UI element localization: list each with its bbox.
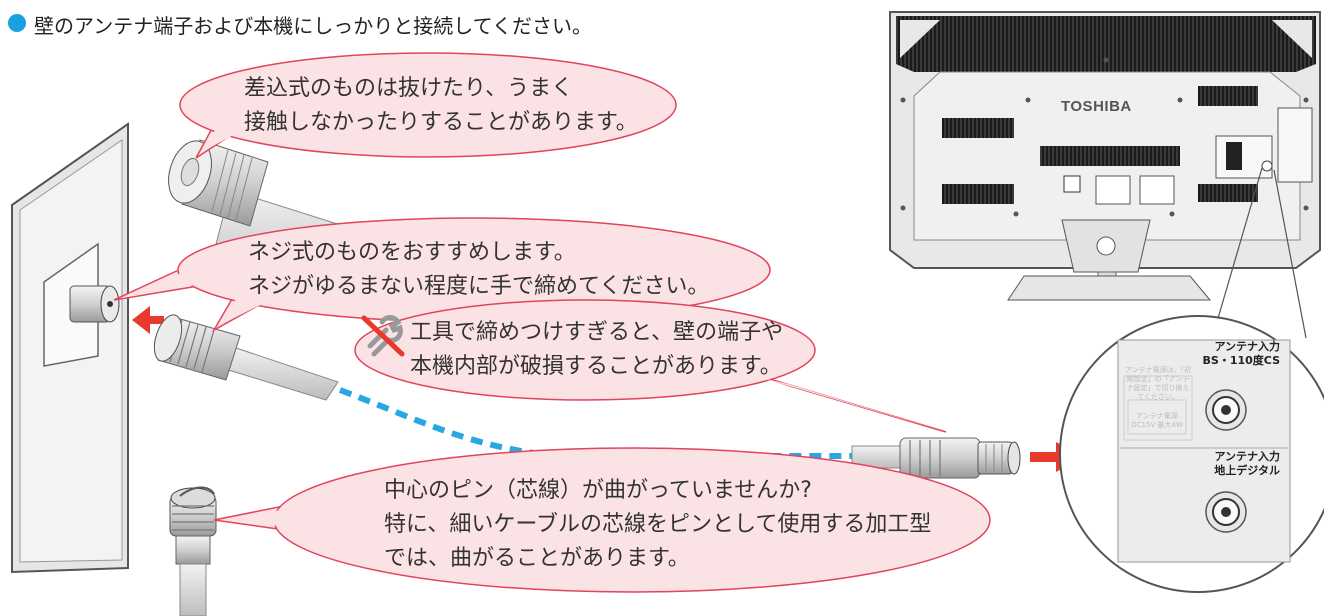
screw-plug	[153, 314, 339, 401]
bubble-push-in-line2: 接触しなかったりすることがあります。	[244, 110, 638, 135]
bubble-push-in-text: 差込式のものは抜けたり、うまく 接触しなかったりすることがあります。	[244, 72, 638, 140]
zoom-point	[1261, 160, 1273, 172]
antenna-power-rating-line1: アンテナ電源	[1136, 412, 1178, 420]
no-tools-icon	[361, 315, 405, 357]
bubble-push-in	[179, 52, 677, 159]
antenna-power-note: アンテナ電源は、「初期設定」の「アンテナ設定」で切り換えてください。	[1124, 366, 1192, 401]
terrestrial-antenna-input-jack	[1205, 491, 1247, 533]
heading-bullet	[8, 14, 26, 32]
bs-antenna-input-jack	[1205, 389, 1247, 431]
tv-side-plug	[851, 437, 1021, 479]
wall-plate	[11, 122, 129, 574]
zoom-lines	[1213, 167, 1307, 339]
bubble-push-in-line1: 差込式のものは抜けたり、うまく	[244, 76, 574, 101]
bubble-warning-line1: 工具で締めつけすぎると、壁の端子や	[410, 320, 784, 345]
bubble-warning-line2: 本機内部が破損することがあります。	[410, 354, 782, 379]
zoom-panel	[1059, 315, 1324, 593]
wall-antenna-socket	[69, 285, 120, 323]
bubble-pin-text: 中心のピン（芯線）が曲がっていませんか? 特に、細いケーブルの芯線をピンとして使…	[384, 474, 931, 576]
bent-pin-plug	[169, 486, 217, 616]
terrestrial-input-label: アンテナ入力 地上デジタル	[1178, 450, 1280, 478]
bubble-warning	[354, 299, 947, 433]
bs-input-label-line1: アンテナ入力	[1214, 340, 1280, 353]
bubble-screw-line1: ネジ式のものをおすすめします。	[248, 240, 576, 265]
tv-back	[889, 11, 1321, 269]
bubble-screw	[113, 217, 771, 332]
bubble-pin-line1: 中心のピン（芯線）が曲がっていませんか?	[384, 478, 812, 503]
tv-stand	[1007, 219, 1212, 301]
bubble-pin	[213, 447, 991, 593]
bubble-screw-text: ネジ式のものをおすすめします。 ネジがゆるまない程度に手で締めてください。	[248, 236, 709, 304]
terrestrial-input-label-line2: 地上デジタル	[1214, 464, 1280, 477]
antenna-power-rating: アンテナ電源 DC15V 最大4W	[1128, 412, 1186, 430]
bubble-screw-line2: ネジがゆるまない程度に手で締めてください。	[248, 274, 710, 299]
bubble-warning-text: 工具で締めつけすぎると、壁の端子や 本機内部が破損することがあります。	[410, 316, 783, 384]
bs-input-label: アンテナ入力 BS・110度CS	[1178, 340, 1280, 368]
instruction-heading: 壁のアンテナ端子および本機にしっかりと接続してください。	[34, 14, 592, 38]
bubble-pin-line2: 特に、細いケーブルの芯線をピンとして使用する加工型	[384, 512, 932, 537]
terrestrial-input-label-line1: アンテナ入力	[1214, 450, 1280, 463]
antenna-power-rating-line2: DC15V 最大4W	[1131, 421, 1183, 429]
bubble-pin-line3: では、曲がることがあります。	[384, 546, 690, 571]
tv-logo: TOSHIBA	[1061, 98, 1132, 115]
bs-input-label-line2: BS・110度CS	[1202, 354, 1280, 367]
insert-arrow	[132, 306, 164, 334]
